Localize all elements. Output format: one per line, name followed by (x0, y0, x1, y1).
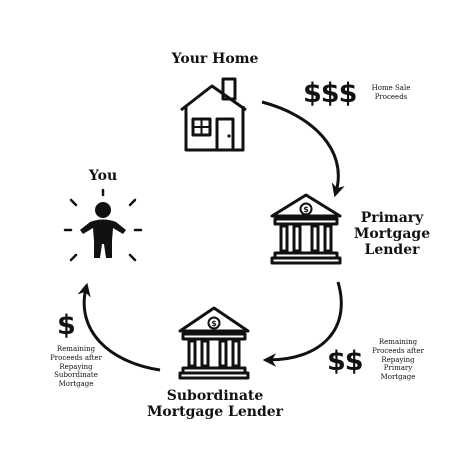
note-after-primary-line-1: Remaining (378, 338, 418, 346)
svg-text:$: $ (211, 319, 217, 328)
dollar-coin-icon-subordinate: $ (207, 316, 221, 330)
svg-text:$: $ (303, 205, 309, 214)
money-symbol-home-sale: $$$ (303, 78, 357, 109)
arrow-home-to-primary (261, 100, 345, 198)
subordinate-lender-label-line-1: Subordinate (166, 388, 264, 404)
house-icon (180, 77, 247, 152)
primary-lender-label-line-3: Lender (364, 242, 420, 259)
bank-icon-subordinate (178, 306, 250, 380)
note-after-primary: Remaining Proceeds after Repaying Primar… (366, 338, 430, 382)
note-after-primary-line-3: Repaying (381, 355, 415, 364)
note-home-sale-line-2: Proceeds (374, 92, 408, 101)
note-after-primary-line-2: Proceeds after (372, 346, 424, 355)
note-after-subordinate-line-2: Proceeds after (50, 353, 102, 362)
home-label: Your Home (171, 51, 259, 67)
money-symbol-after-subordinate: $ (57, 310, 76, 341)
note-after-subordinate-line-5: Mortgage (58, 380, 94, 388)
primary-lender-label: Primary Mortgage Lender (340, 210, 444, 258)
note-home-sale-proceeds: Home Sale Proceeds (366, 84, 416, 102)
note-after-subordinate: Remaining Proceeds after Repaying Subord… (44, 345, 108, 389)
arrow-subordinate-to-you (77, 282, 161, 372)
note-home-sale-line-1: Home Sale (371, 84, 411, 92)
bank-icon-primary (270, 193, 342, 265)
dollar-coin-icon-primary: $ (299, 202, 313, 216)
note-after-primary-line-4: Primary (383, 364, 413, 373)
primary-lender-label-line-2: Mortgage (353, 226, 431, 243)
primary-lender-label-line-1: Primary (360, 210, 424, 226)
note-after-subordinate-line-4: Subordinate (54, 371, 98, 380)
money-symbol-after-primary: $$ (327, 346, 364, 377)
you-label: You (88, 168, 118, 184)
arrow-primary-to-subordinate (262, 281, 343, 367)
subordinate-lender-label-line-2: Mortgage Lender (146, 404, 284, 421)
note-after-subordinate-line-3: Repaying (59, 362, 93, 371)
person-icon (63, 188, 143, 262)
note-after-subordinate-line-1: Remaining (56, 345, 96, 353)
subordinate-lender-label: Subordinate Mortgage Lender (140, 388, 290, 420)
note-after-primary-line-5: Mortgage (380, 373, 416, 381)
